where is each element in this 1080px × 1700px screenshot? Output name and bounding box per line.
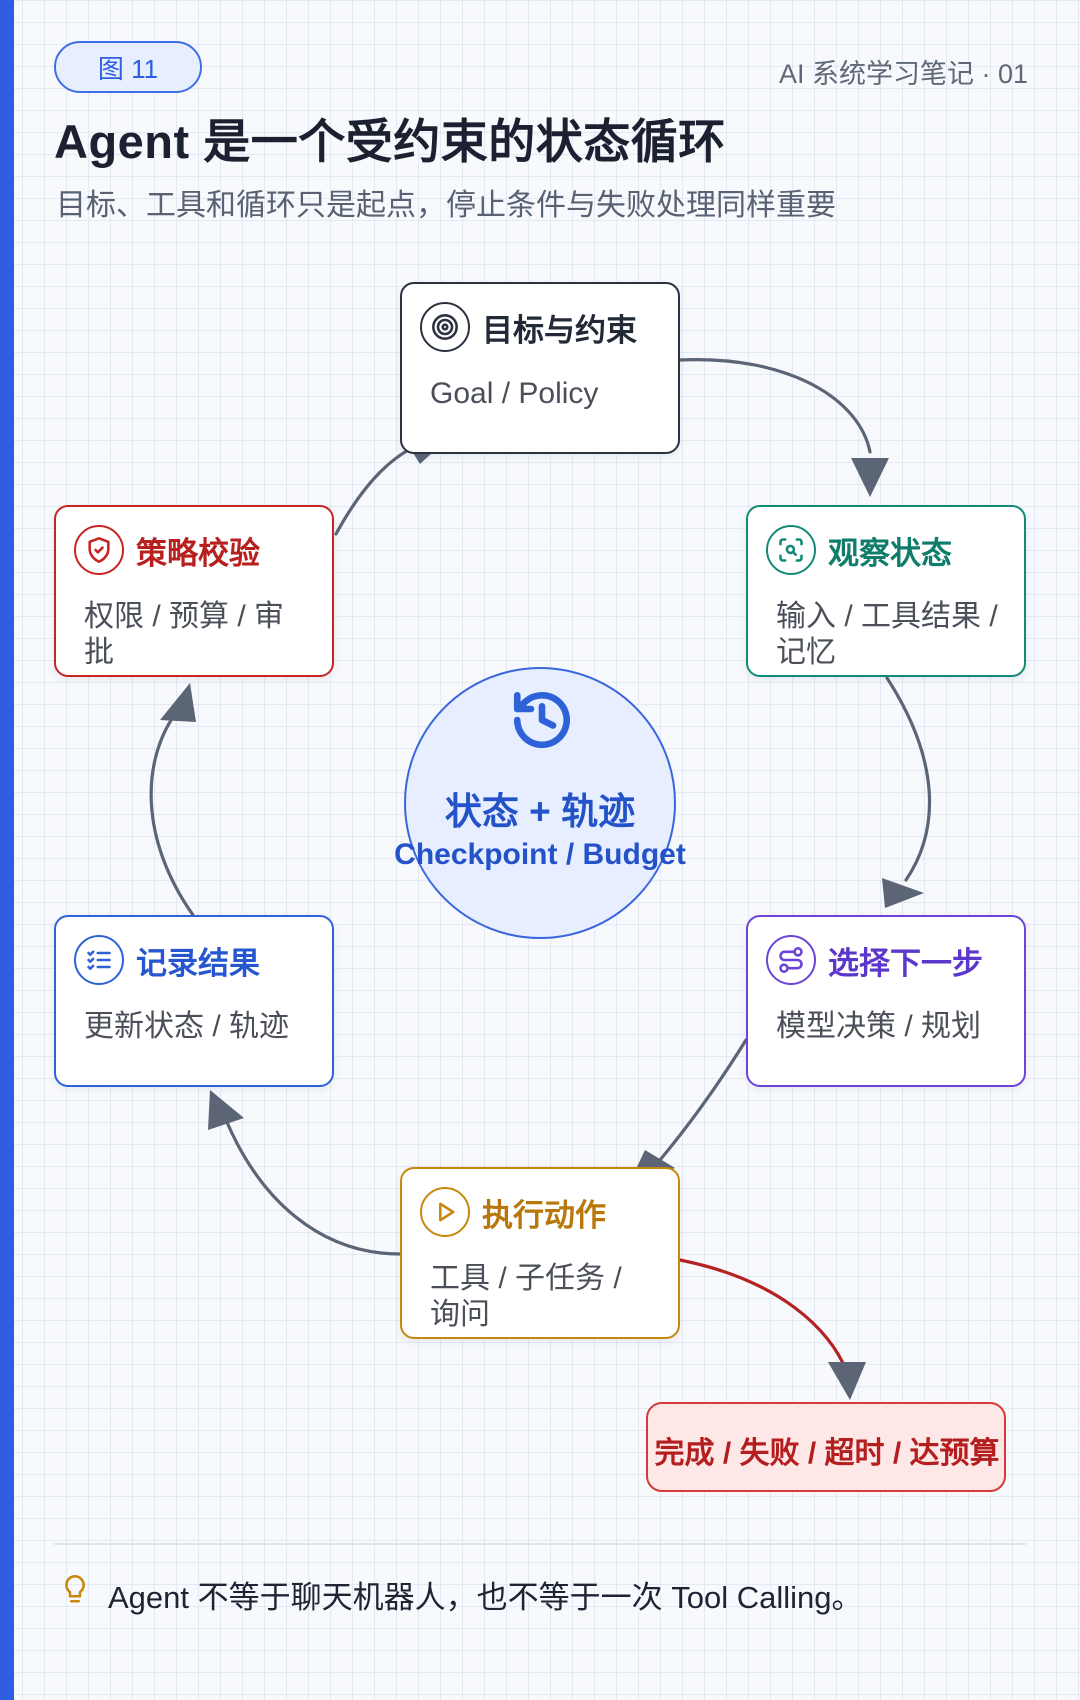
edge-policy-goal — [334, 446, 414, 536]
lightbulb-icon — [60, 1572, 90, 1613]
arrowhead-terminal — [828, 1362, 866, 1400]
edge-observe-select — [885, 676, 932, 882]
arrowhead-record — [208, 1090, 244, 1130]
scan-search-icon — [766, 525, 816, 575]
terminal-state-box — [646, 1402, 1006, 1492]
edge-goal-observe — [678, 358, 872, 454]
play-icon — [420, 1187, 470, 1237]
edge-execute-record — [224, 1118, 402, 1256]
figure-badge: 图 11 — [54, 41, 202, 93]
route-icon — [766, 935, 816, 985]
history-icon — [509, 687, 575, 758]
state-trace-hub: 状态 + 轨迹 — [404, 667, 676, 939]
node-execute-action: 执行动作 工具 / 子任务 / 询问 — [400, 1167, 680, 1339]
edge-record-policy — [149, 708, 195, 917]
node-title: 策略校验 — [136, 535, 260, 571]
node-title: 观察状态 — [828, 535, 952, 571]
edge-select-execute — [658, 1038, 748, 1162]
node-record-result: 记录结果 更新状态 / 轨迹 — [54, 915, 334, 1087]
arrowhead-observe — [851, 458, 889, 497]
node-select-next-step: 选择下一步 模型决策 / 规划 — [746, 915, 1026, 1087]
shield-check-icon — [74, 525, 124, 575]
page-subtitle: 目标、工具和循环只是起点，停止条件与失败处理同样重要 — [56, 189, 836, 222]
node-description: 更新状态 / 轨迹 — [84, 1010, 290, 1043]
node-title: 执行动作 — [482, 1197, 606, 1233]
arrowhead-policy — [160, 683, 196, 722]
footer-divider — [54, 1543, 1026, 1545]
target-icon — [420, 302, 470, 352]
node-observe-state: 观察状态 输入 / 工具结果 / 记忆 — [746, 505, 1026, 677]
hub-subtitle: Checkpoint / Budget — [394, 838, 686, 871]
footer-tip: Agent 不等于聊天机器人，也不等于一次 Tool Calling。 — [108, 1580, 863, 1615]
list-check-icon — [74, 935, 124, 985]
node-title: 目标与约束 — [482, 312, 637, 348]
node-goal-constraints: 目标与约束 Goal / Policy — [400, 282, 680, 454]
node-description: 模型决策 / 规划 — [776, 1010, 982, 1043]
node-description: 输入 / 工具结果 / 记忆 — [776, 600, 998, 669]
node-description: 权限 / 预算 / 审批 — [84, 600, 285, 669]
hub-title: 状态 + 轨迹 — [444, 791, 636, 832]
node-description: 工具 / 子任务 / 询问 — [430, 1262, 622, 1331]
accent-bar — [0, 0, 14, 1700]
node-description: Goal / Policy — [430, 377, 599, 410]
arrowhead-select — [882, 878, 924, 908]
series-label: AI 系统学习笔记 · 01 — [778, 59, 1028, 89]
node-title: 选择下一步 — [828, 945, 983, 981]
terminal-state-label: 完成 / 失败 / 超时 / 达预算 — [654, 1437, 1000, 1470]
page-title: Agent 是一个受约束的状态循环 — [54, 115, 726, 168]
node-title: 记录结果 — [136, 945, 260, 981]
edge-execute-terminal — [678, 1258, 848, 1372]
node-policy-check: 策略校验 权限 / 预算 / 审批 — [54, 505, 334, 677]
